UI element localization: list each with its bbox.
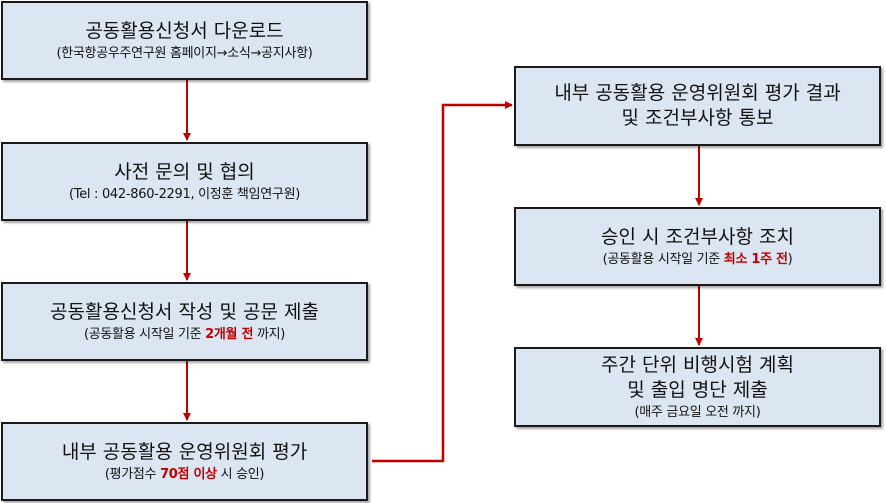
deadline-highlight: 2개월 전 [205,326,254,342]
step-weekly-plan: 주간 단위 비행시험 계획 및 출입 명단 제출 (매주 금요일 오전 까지) [514,347,881,427]
subtitle-text: (공동활용 시작일 기준 [83,326,206,342]
step-title: 승인 시 조건부사항 조치 [601,225,794,248]
subtitle-text: (평가점수 [104,466,161,482]
step-title-line1: 내부 공동활용 운영위원회 평가 결과 [554,82,841,104]
step-title-line1: 주간 단위 비행시험 계획 [601,353,794,376]
score-highlight: 70점 이상 [160,466,217,482]
step-title: 공동활용신청서 작성 및 공문 제출 [50,300,319,323]
step-title-line2: 및 조건부사항 통보 [621,107,774,129]
step-pre-inquiry: 사전 문의 및 협의 (Tel : 042-860-2291, 이정훈 책임연구… [1,142,368,221]
step-subtitle: (한국항공우주연구원 홈페이지→소식→공지사항) [56,45,313,61]
subtitle-text: 까지) [253,326,286,342]
step-subtitle: (공동활용 시작일 기준 최소 1주 전) [603,250,793,269]
step-committee-evaluation: 내부 공동활용 운영위원회 평가 (평가점수 70점 이상 시 승인) [1,422,368,501]
step-subtitle: (매주 금요일 오전 까지) [634,404,761,420]
arrow-4-r1 [372,101,513,463]
step-download-form: 공동활용신청서 다운로드 (한국항공우주연구원 홈페이지→소식→공지사항) [1,1,368,80]
step-title: 사전 문의 및 협의 [114,160,255,183]
subtitle-text: ) [787,251,793,267]
deadline-highlight: 최소 1주 전 [723,251,788,267]
step-conditions-action: 승인 시 조건부사항 조치 (공동활용 시작일 기준 최소 1주 전) [514,207,881,286]
step-result-notification: 내부 공동활용 운영위원회 평가 결과 및 조건부사항 통보 [514,66,881,146]
step-title: 공동활용신청서 다운로드 [85,19,284,42]
step-subtitle: (공동활용 시작일 기준 2개월 전 까지) [84,325,285,344]
step-subtitle: (Tel : 042-860-2291, 이정훈 책임연구원) [69,186,300,202]
step-subtitle: (평가점수 70점 이상 시 승인) [104,465,265,484]
step-title-line2: 및 출입 명단 제출 [627,378,768,401]
step-title: 내부 공동활용 운영위원회 평가 [61,440,308,463]
step-submit-application: 공동활용신청서 작성 및 공문 제출 (공동활용 시작일 기준 2개월 전 까지… [1,282,368,361]
subtitle-text: (공동활용 시작일 기준 [602,251,724,267]
subtitle-text: 시 승인) [216,466,265,482]
